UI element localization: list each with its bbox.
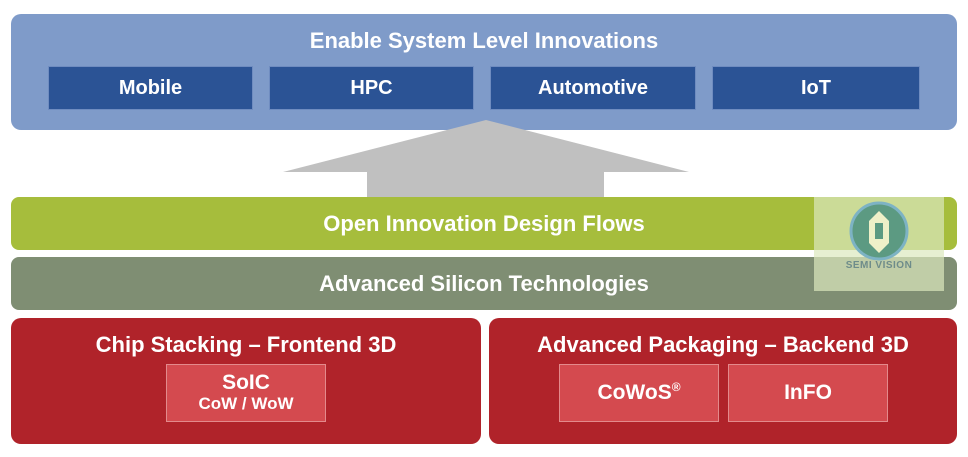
application-box-hpc: HPC — [269, 66, 474, 110]
frontend-3d-panel: Chip Stacking – Frontend 3D SoIC CoW / W… — [11, 318, 481, 444]
backend-3d-title: Advanced Packaging – Backend 3D — [537, 332, 909, 357]
system-innovations-panel: Enable System Level Innovations Mobile H… — [11, 14, 957, 130]
soic-box: SoIC CoW / WoW — [166, 364, 326, 422]
semi-vision-watermark-text: SEMI VISION — [845, 260, 913, 271]
silicon-technologies-band: Advanced Silicon Technologies — [11, 257, 957, 310]
application-box-mobile: Mobile — [48, 66, 253, 110]
semi-vision-logo-icon — [849, 201, 909, 261]
cowos-box: CoWoS® — [559, 364, 719, 422]
registered-mark: ® — [671, 380, 681, 395]
cowos-label: CoWoS — [597, 381, 672, 405]
info-label: InFO — [784, 381, 832, 405]
backend-3d-panel: Advanced Packaging – Backend 3D CoWoS® I… — [489, 318, 957, 444]
info-box: InFO — [728, 364, 888, 422]
design-flows-band: Open Innovation Design Flows — [11, 197, 957, 250]
frontend-3d-title: Chip Stacking – Frontend 3D — [95, 332, 397, 357]
cow-wow-label: CoW / WoW — [198, 394, 294, 414]
system-innovations-title: Enable System Level Innovations — [309, 28, 659, 53]
application-box-automotive: Automotive — [490, 66, 696, 110]
application-box-iot: IoT — [712, 66, 920, 110]
up-arrow-icon — [283, 120, 689, 198]
soic-label: SoIC — [222, 371, 270, 395]
semi-vision-watermark: SEMI VISION — [814, 197, 944, 291]
